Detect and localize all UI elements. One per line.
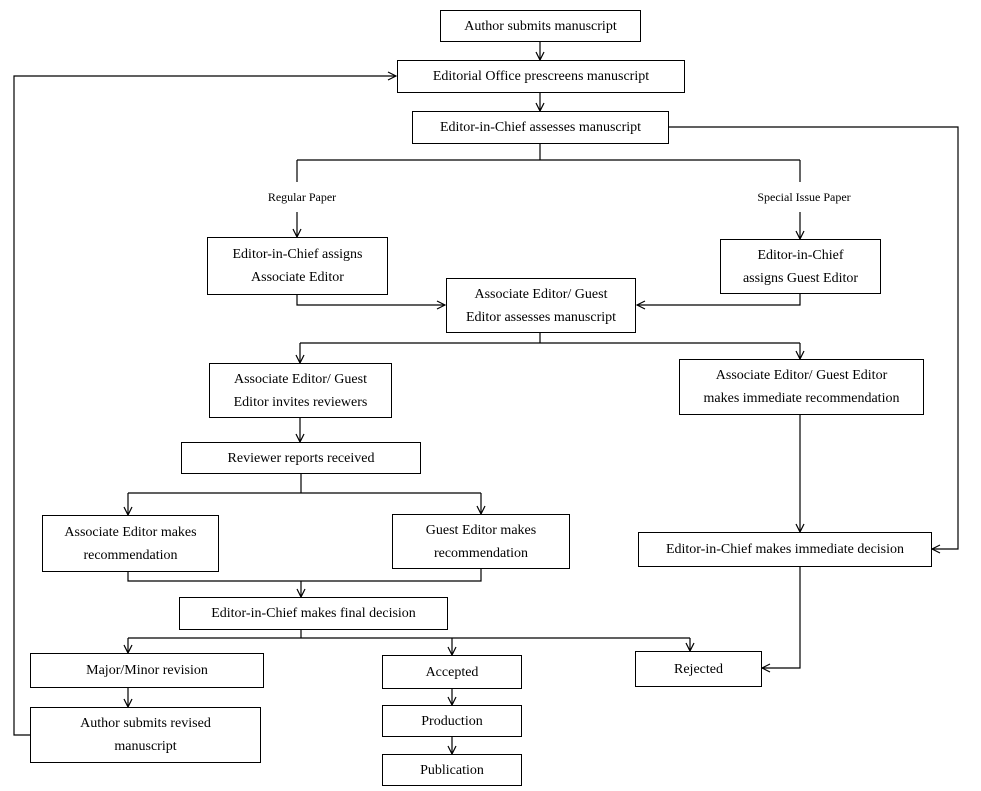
node-eic-assigns-ge: Editor-in-Chief assigns Guest Editor bbox=[720, 239, 881, 294]
branch-label-special: Special Issue Paper bbox=[757, 190, 851, 204]
node-ge-recommendation-text: Guest Editor makes recommendation bbox=[425, 522, 537, 561]
node-ae-ge-immediate: Associate Editor/ Guest Editor makes imm… bbox=[679, 359, 924, 415]
node-editorial-office: Editorial Office prescreens manuscript bbox=[397, 60, 685, 93]
connector-rec-merge bbox=[127, 568, 482, 582]
node-author-submits: Author submits manuscript bbox=[440, 10, 641, 42]
node-production: Production bbox=[382, 705, 522, 737]
node-revision: Major/Minor revision bbox=[30, 653, 264, 688]
node-publication: Publication bbox=[382, 754, 522, 786]
arrow-assign-ae-to-assess bbox=[296, 294, 445, 305]
node-ae-ge-immediate-text: Associate Editor/ Guest Editor makes imm… bbox=[703, 368, 900, 406]
node-ae-ge-assesses-text: Associate Editor/ Guest Editor assesses … bbox=[465, 286, 617, 325]
node-ae-recommendation-text: Associate Editor makes recommendation bbox=[64, 524, 197, 563]
node-ae-ge-invites: Associate Editor/ Guest Editor invites r… bbox=[209, 363, 392, 418]
connector-eic-split bbox=[296, 143, 801, 182]
node-eic-immediate-decision: Editor-in-Chief makes immediate decision bbox=[638, 532, 932, 567]
node-revised-submission-text: Author submits revised manuscript bbox=[80, 716, 211, 754]
node-eic-assigns-ge-text: Editor-in-Chief assigns Guest Editor bbox=[742, 247, 859, 286]
node-eic-assigns-ae: Editor-in-Chief assigns Associate Editor bbox=[207, 237, 388, 295]
connector-reports-split bbox=[128, 473, 481, 494]
connector-assess-split bbox=[300, 332, 800, 344]
node-ge-recommendation: Guest Editor makes recommendation bbox=[392, 514, 570, 569]
node-ae-ge-invites-text: Associate Editor/ Guest Editor invites r… bbox=[233, 371, 368, 410]
node-reviewer-reports: Reviewer reports received bbox=[181, 442, 421, 474]
node-accepted: Accepted bbox=[382, 655, 522, 689]
node-eic-final-decision: Editor-in-Chief makes final decision bbox=[179, 597, 448, 630]
arrow-revised-back-to-office bbox=[13, 76, 396, 736]
arrow-decision-to-rejected bbox=[762, 566, 801, 668]
arrow-assign-ge-to-assess bbox=[637, 293, 801, 305]
arrow-eic-assess-to-decision bbox=[668, 126, 959, 549]
branch-label-regular: Regular Paper bbox=[267, 190, 337, 204]
node-eic-assigns-ae-text: Editor-in-Chief assigns Associate Editor bbox=[232, 247, 363, 285]
node-eic-assesses: Editor-in-Chief assesses manuscript bbox=[412, 111, 669, 144]
connector-final-split bbox=[128, 629, 690, 639]
node-rejected: Rejected bbox=[635, 651, 762, 687]
node-ae-ge-assesses: Associate Editor/ Guest Editor assesses … bbox=[446, 278, 636, 333]
node-revised-submission: Author submits revised manuscript bbox=[30, 707, 261, 763]
node-ae-recommendation: Associate Editor makes recommendation bbox=[42, 515, 219, 572]
